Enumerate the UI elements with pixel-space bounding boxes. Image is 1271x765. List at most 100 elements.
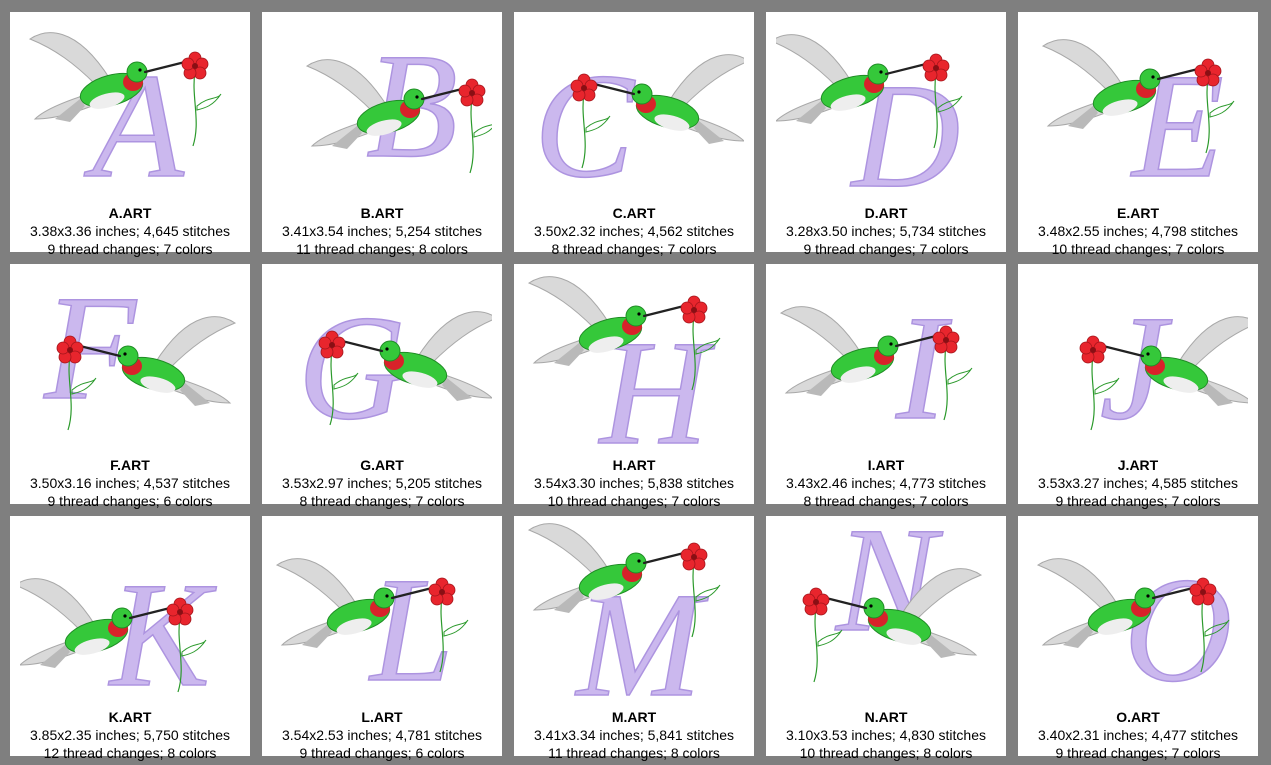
design-tile-l[interactable]: L L.ART 3.54x2.53 inches; 4,781 stitches 9 … (262, 516, 502, 761)
design-tile-m[interactable]: M M.ART 3.41x3.34 inches; 5,841 stitches 11… (514, 516, 754, 761)
design-dimensions-stitches: 3.85x2.35 inches; 5,750 stitches (29, 727, 231, 743)
hummingbird-letter-icon: G (297, 284, 492, 452)
design-file-name: M.ART (611, 709, 657, 725)
flower-icon (56, 335, 97, 431)
design-thread-changes: 9 thread changes; 7 colors (1055, 745, 1221, 761)
flower-icon (166, 597, 207, 693)
design-thread-changes: 9 thread changes; 6 colors (47, 493, 213, 509)
design-thread-changes: 10 thread changes; 7 colors (547, 493, 721, 509)
design-file-name: K.ART (108, 709, 152, 725)
script-letter: I (895, 285, 952, 451)
hummingbird-letter-icon: F (42, 268, 237, 432)
hummingbird-icon (527, 276, 686, 366)
design-dimensions-stitches: 3.53x3.27 inches; 4,585 stitches (1037, 475, 1239, 491)
design-tile-e[interactable]: E E.ART 3.48x2.55 inches; 4,798 stitches 10… (1018, 12, 1258, 257)
hummingbird-icon (592, 54, 744, 144)
design-thread-changes: 11 thread changes; 8 colors (548, 745, 720, 761)
hummingbird-icon (1036, 558, 1195, 648)
flower-icon (458, 78, 492, 174)
hummingbird-icon (28, 32, 187, 122)
design-file-name: B.ART (360, 205, 404, 221)
hummingbird-icon (305, 59, 464, 149)
design-tile-j[interactable]: J J.ART 3.53x3.27 inches; 4,585 stitches 9 … (1018, 264, 1258, 509)
hummingbird-letter-icon: C (533, 42, 744, 202)
hummingbird-letter-icon: B (305, 22, 492, 190)
hummingbird-icon (275, 558, 434, 648)
script-letter: C (534, 43, 636, 202)
flower-icon (922, 53, 963, 149)
hummingbird-letter-icon: I (779, 284, 973, 452)
design-dimensions-stitches: 3.38x3.36 inches; 4,645 stitches (29, 223, 231, 239)
design-thread-changes: 12 thread changes; 8 colors (43, 745, 217, 761)
design-thread-changes: 10 thread changes; 7 colors (1051, 241, 1225, 257)
hummingbird-letter-icon: M (527, 523, 721, 706)
hummingbird-icon (1101, 316, 1248, 406)
design-dimensions-stitches: 3.54x2.53 inches; 4,781 stitches (281, 727, 483, 743)
design-file-name: J.ART (1117, 457, 1159, 473)
hummingbird-icon (78, 316, 237, 406)
script-letter: L (368, 547, 453, 706)
hummingbird-letter-icon: H (527, 276, 721, 454)
design-dimensions-stitches: 3.50x2.32 inches; 4,562 stitches (533, 223, 735, 239)
hummingbird-icon (779, 306, 938, 396)
design-dimensions-stitches: 3.28x3.50 inches; 5,734 stitches (785, 223, 987, 239)
flower-icon (1079, 335, 1120, 431)
design-file-name: E.ART (1117, 205, 1159, 221)
design-file-name: I.ART (867, 457, 905, 473)
hummingbird-icon (1041, 39, 1200, 129)
design-dimensions-stitches: 3.53x2.97 inches; 5,205 stitches (281, 475, 483, 491)
design-tile-c[interactable]: C C.ART 3.50x2.32 inches; 4,562 stitches 8 … (514, 12, 754, 257)
flower-icon (570, 73, 611, 169)
hummingbird-letter-icon: J (1079, 284, 1248, 452)
design-dimensions-stitches: 3.41x3.54 inches; 5,254 stitches (281, 223, 483, 239)
flower-icon (181, 51, 222, 147)
design-thread-changes: 11 thread changes; 8 colors (296, 241, 468, 257)
hummingbird-icon (824, 568, 983, 658)
hummingbird-letter-icon: O (1036, 546, 1233, 706)
design-thread-changes: 8 thread changes; 7 colors (803, 493, 969, 509)
design-file-name: C.ART (612, 205, 656, 221)
hummingbird-letter-icon: L (275, 546, 469, 706)
design-tile-i[interactable]: I I.ART 3.43x2.46 inches; 4,773 stitches 8 … (766, 264, 1006, 509)
flower-icon (680, 295, 721, 391)
hummingbird-icon (340, 311, 492, 401)
hummingbird-letter-icon: D (776, 34, 963, 202)
hummingbird-letter-icon: N (802, 520, 983, 683)
design-dimensions-stitches: 3.50x3.16 inches; 4,537 stitches (29, 475, 231, 491)
design-file-name: L.ART (361, 709, 403, 725)
design-dimensions-stitches: 3.10x3.53 inches; 4,830 stitches (785, 727, 987, 743)
design-file-name: D.ART (864, 205, 908, 221)
hummingbird-icon (527, 523, 686, 613)
design-dimensions-stitches: 3.41x3.34 inches; 5,841 stitches (533, 727, 735, 743)
design-thread-changes: 10 thread changes; 8 colors (799, 745, 973, 761)
design-thread-changes: 9 thread changes; 7 colors (1055, 493, 1221, 509)
flower-icon (802, 587, 843, 683)
design-thread-changes: 8 thread changes; 7 colors (551, 241, 717, 257)
hummingbird-icon (776, 34, 928, 124)
design-thread-changes: 8 thread changes; 7 colors (299, 493, 465, 509)
flower-icon (428, 577, 469, 673)
flower-icon (680, 542, 721, 638)
design-tile-b[interactable]: B B.ART 3.41x3.54 inches; 5,254 stitches 11… (262, 12, 502, 257)
hummingbird-icon (20, 578, 172, 668)
design-tile-o[interactable]: O O.ART 3.40x2.31 inches; 4,477 stitches 9 … (1018, 516, 1258, 761)
hummingbird-letter-icon: E (1041, 39, 1235, 202)
flower-icon (1194, 58, 1235, 154)
design-dimensions-stitches: 3.40x2.31 inches; 4,477 stitches (1037, 727, 1239, 743)
flower-icon (318, 330, 359, 426)
script-letter: H (598, 310, 716, 454)
design-thread-changes: 9 thread changes; 6 colors (299, 745, 465, 761)
design-file-name: H.ART (612, 457, 656, 473)
design-file-name: O.ART (1116, 709, 1160, 725)
design-dimensions-stitches: 3.48x2.55 inches; 4,798 stitches (1037, 223, 1239, 239)
design-dimensions-stitches: 3.43x2.46 inches; 4,773 stitches (785, 475, 987, 491)
design-file-name: A.ART (108, 205, 152, 221)
